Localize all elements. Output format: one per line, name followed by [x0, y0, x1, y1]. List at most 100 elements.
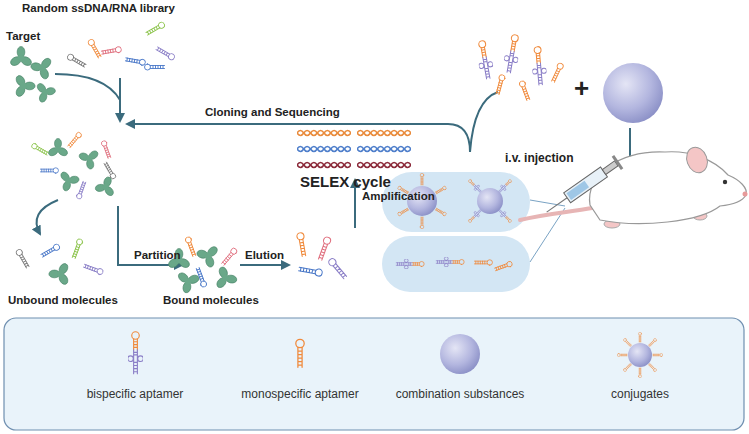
- cycle-arrows: [37, 74, 630, 265]
- target-protein: [210, 263, 239, 291]
- text-label: Target: [6, 30, 40, 43]
- bispecific-aptamer: [530, 46, 548, 85]
- arrow: [470, 92, 498, 152]
- bispecific-aptamer: [475, 40, 496, 80]
- legend-text: bispecific aptamer: [50, 387, 220, 401]
- aptamer: [550, 62, 564, 83]
- aptamer: [435, 207, 447, 216]
- target-protein: [46, 258, 77, 288]
- aptamer: [15, 248, 30, 268]
- arrow: [55, 74, 120, 100]
- aptamer: [317, 236, 332, 261]
- binding-mixture: [31, 131, 120, 199]
- aptamer: [101, 140, 112, 159]
- aptamer: [40, 243, 60, 258]
- dna-strand: [297, 163, 351, 168]
- legend-text: conjugates: [555, 387, 725, 401]
- text-label: Partition: [134, 249, 181, 262]
- aptamer: [125, 56, 146, 65]
- text-label: Amplification: [362, 190, 435, 203]
- sphere: [477, 188, 503, 214]
- aptamer: [221, 247, 238, 266]
- library-aptamers: [66, 21, 175, 70]
- legend-bispecific-icon: [128, 332, 144, 374]
- legend-monospecific-icon: [296, 339, 304, 367]
- targets: [7, 47, 58, 105]
- bispecific-aptamer: [502, 34, 523, 74]
- aptamer: [71, 238, 83, 259]
- aptamer: [101, 46, 122, 55]
- arrow: [37, 200, 58, 234]
- mouse-eye: [723, 180, 727, 184]
- text-label: Elution: [245, 249, 284, 262]
- arrow: [127, 124, 470, 152]
- legend-box: [4, 318, 744, 430]
- aptamer: [397, 207, 409, 216]
- target-protein: [27, 51, 59, 82]
- arrow: [118, 206, 182, 265]
- aptamer: [648, 363, 657, 372]
- aptamer: [420, 217, 424, 229]
- aptamer: [639, 368, 642, 378]
- aptamer: [185, 236, 197, 257]
- aptamer: [474, 260, 492, 265]
- target-protein: [47, 139, 69, 158]
- target-protein: [35, 80, 57, 105]
- arrow: [240, 264, 289, 266]
- aptamer: [327, 257, 348, 280]
- selected-aptamers: [475, 34, 565, 101]
- aptamer: [76, 181, 87, 200]
- aptamer: [623, 363, 632, 372]
- aptamer: [31, 143, 49, 157]
- dna-strand: [357, 147, 411, 152]
- aptamer: [67, 131, 83, 148]
- sphere: [628, 343, 652, 367]
- aptamer: [195, 267, 207, 288]
- text-label: Cloning and Sequencing: [205, 106, 340, 119]
- conjugate-pill: [382, 236, 530, 292]
- target-protein: [76, 144, 104, 173]
- text-label: +: [574, 74, 589, 104]
- target-protein: [193, 239, 224, 270]
- text-label: i.v. injection: [505, 152, 573, 166]
- combination-sphere: [603, 63, 663, 123]
- aptamer: [648, 338, 657, 347]
- aptamer: [155, 46, 175, 61]
- aptamer: [145, 21, 165, 36]
- dna-strand: [297, 131, 351, 136]
- mouse-tail: [520, 208, 592, 220]
- aptamer: [639, 332, 642, 342]
- aptamer: [435, 186, 447, 195]
- dna-strand: [357, 131, 411, 136]
- aptamer: [519, 80, 531, 101]
- mouse-nose: [743, 192, 748, 197]
- mouse-ear: [683, 144, 711, 175]
- syringe-plunger: [602, 161, 618, 175]
- target-protein: [7, 70, 38, 100]
- unbound-group: [15, 238, 104, 288]
- target-protein: [54, 166, 83, 194]
- target-protein: [9, 47, 33, 68]
- aptamer: [494, 261, 513, 272]
- text-label: Unbound molecules: [8, 294, 118, 307]
- aptamer: [298, 266, 323, 277]
- bispecific-aptamer: [436, 257, 464, 267]
- aptamer: [296, 232, 307, 257]
- aptamer: [83, 263, 104, 275]
- aptamer: [145, 64, 165, 70]
- aptamer: [420, 173, 424, 185]
- mouse-body: [590, 152, 747, 224]
- text-label: SELEX cycle: [300, 173, 391, 190]
- text-label: Bound molecules: [163, 294, 259, 307]
- text-label: Random ssDNA/RNA library: [22, 2, 175, 15]
- legend-sphere-icon: [440, 334, 480, 374]
- syringe-handle: [612, 155, 624, 170]
- aptamer: [617, 354, 627, 357]
- aptamer: [66, 53, 86, 68]
- eluted-aptamers: [296, 232, 348, 280]
- syringe-barrel: [564, 167, 608, 203]
- dna-strand: [357, 163, 411, 168]
- bispecific-aptamer: [396, 259, 424, 269]
